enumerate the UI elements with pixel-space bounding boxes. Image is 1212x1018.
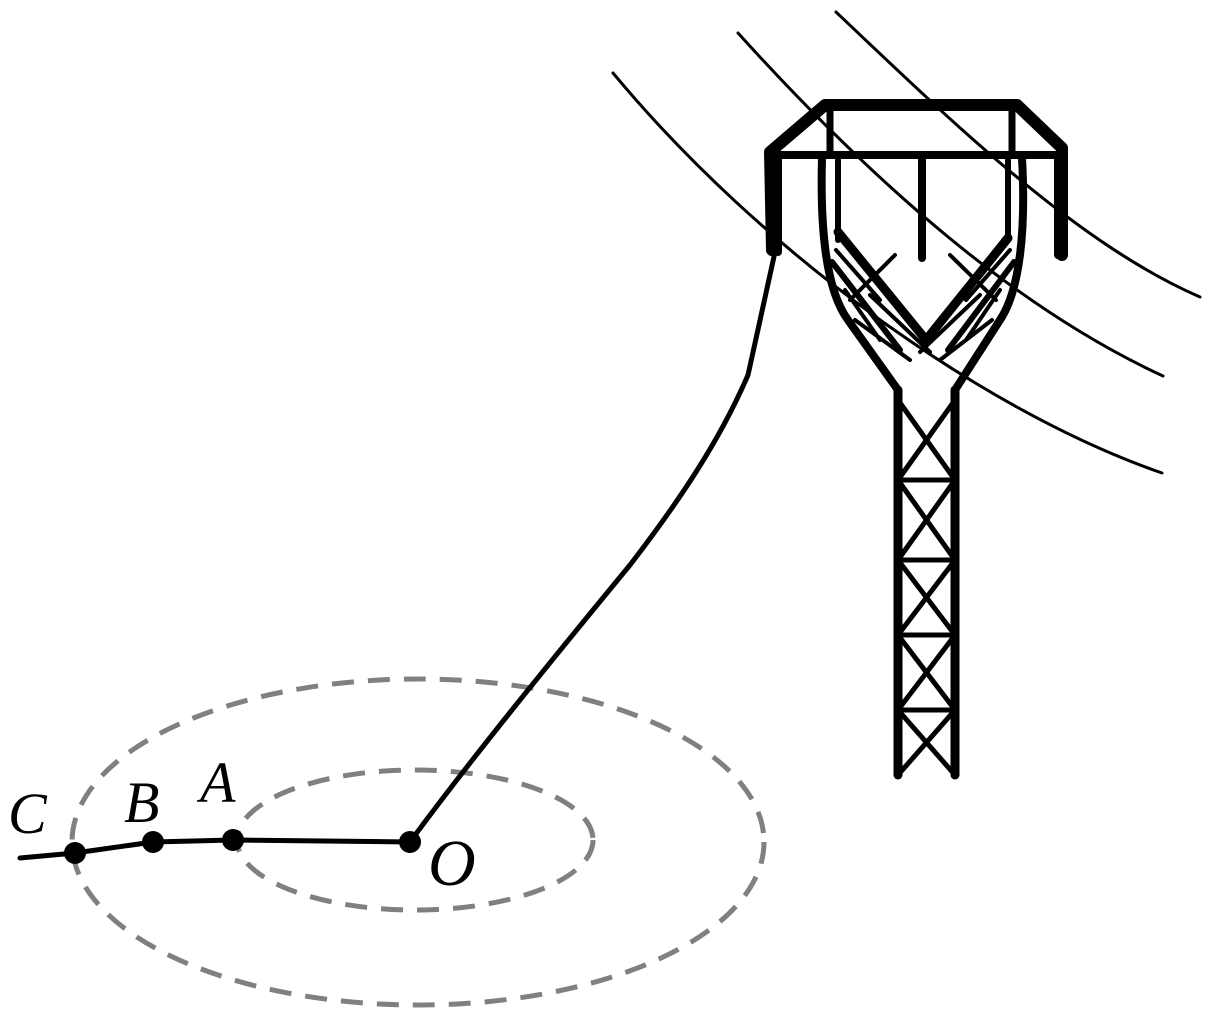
points <box>64 829 421 864</box>
power-line-middle <box>736 31 1165 378</box>
power-lines <box>611 10 1202 475</box>
outer-dashed-ring <box>69 676 767 1008</box>
label-C: C <box>8 781 48 846</box>
point-A-dot <box>222 829 244 851</box>
transmission-tower-icon <box>764 99 1068 780</box>
point-O-dot <box>399 831 421 853</box>
point-C-dot <box>64 842 86 864</box>
wire-to-ground <box>407 249 778 845</box>
point-labels: O A B C <box>8 750 476 900</box>
label-O: O <box>428 827 476 900</box>
label-A: A <box>196 750 236 815</box>
fallen-wire <box>17 249 778 861</box>
power-line-lower <box>611 71 1164 475</box>
label-B: B <box>124 770 159 835</box>
point-B-dot <box>142 831 164 853</box>
